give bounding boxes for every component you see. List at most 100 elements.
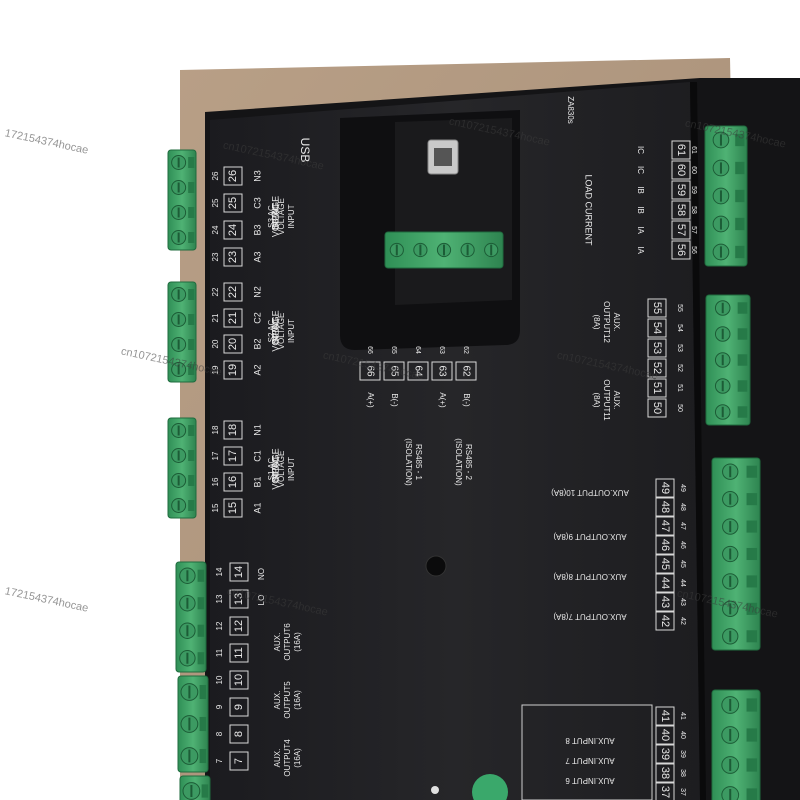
terminal-number-box: [223, 472, 243, 492]
terminal-block-aux11-12[interactable]: [705, 294, 751, 426]
terminal-block-s1[interactable]: [167, 417, 197, 519]
terminal-block-aux7-10[interactable]: [711, 457, 761, 651]
terminal-number-small: 62: [462, 346, 469, 354]
terminal-block-load-current[interactable]: [704, 125, 748, 267]
aux-output10-label: AUX.OUTPUT 10(8A): [551, 488, 629, 497]
current-phase-label: IC: [636, 146, 645, 154]
aux-output11-label: OUTPUT11: [602, 379, 611, 421]
terminal-number-small: 45: [679, 560, 686, 568]
terminal-signal: N2: [252, 286, 262, 298]
terminal-number: 15: [227, 502, 239, 514]
terminal-number: 60: [675, 164, 687, 176]
terminal-number: 46: [659, 539, 671, 551]
terminal-number: 8: [233, 731, 245, 737]
rs485-plug[interactable]: [384, 231, 504, 269]
terminal-number: 53: [651, 342, 663, 354]
terminal-number: 54: [651, 322, 663, 334]
terminal-signal: A1: [252, 502, 262, 513]
s3-voltage-label: VOLTAGE: [270, 196, 280, 237]
terminal-number-small: 19: [211, 365, 220, 374]
terminal-block-aux-inputs[interactable]: [711, 689, 761, 800]
terminal-number-box: [223, 308, 243, 328]
terminal-number-small: 48: [679, 503, 686, 511]
terminal-number-small: 59: [690, 186, 697, 194]
terminal-signal: N3: [252, 170, 262, 182]
terminal-number: 22: [227, 286, 239, 298]
terminal-number-small: 44: [679, 579, 686, 587]
terminal-block-left-bottom[interactable]: [177, 675, 209, 773]
terminal-number: 48: [659, 501, 671, 513]
s3-voltage-label: S3 AC: [267, 205, 276, 228]
s1-voltage-label: VOLTAGE: [270, 448, 280, 489]
logo-badge-icon: [472, 774, 508, 800]
terminal-number-box: [223, 247, 243, 267]
rs485-2-label: (ISOLATION): [454, 438, 463, 486]
terminal-number: 10: [233, 674, 245, 686]
rs485-1-label: RS485 - 1: [414, 444, 423, 481]
terminal-number: 25: [227, 197, 239, 209]
terminal-number-small: 64: [414, 346, 421, 354]
aux-output5-label: AUX.: [273, 691, 282, 710]
terminal-number: 50: [651, 402, 663, 414]
terminal-signal: C1: [252, 450, 262, 462]
current-phase-label: IA: [636, 246, 645, 254]
terminal-signal: A2: [252, 364, 262, 375]
terminal-number: 55: [651, 302, 663, 314]
terminal-block-left-edge[interactable]: [179, 775, 211, 800]
terminal-number: 66: [364, 365, 375, 377]
terminal-number-small: 40: [679, 731, 686, 739]
s3-voltage-label: INPUT: [270, 202, 280, 230]
terminal-number: 41: [659, 710, 671, 722]
terminal-number-small: 61: [690, 146, 697, 154]
terminal-number-small: 22: [211, 287, 220, 296]
terminal-number-small: 16: [211, 477, 220, 486]
aux-output4-label: (16A): [293, 748, 302, 768]
rs485-signal: A(+): [366, 392, 375, 408]
terminal-number-small: 53: [676, 344, 683, 352]
terminal-number-small: 49: [679, 484, 686, 492]
terminal-number: 23: [227, 251, 239, 263]
terminal-number-small: 26: [211, 171, 220, 180]
terminal-number-box: [223, 420, 243, 440]
s2-voltage-label: INPUT: [287, 319, 296, 343]
terminal-number-small: 13: [215, 594, 224, 603]
terminal-number-box: [223, 193, 243, 213]
terminal-number-small: 11: [215, 648, 224, 657]
terminal-signal: B2: [252, 338, 262, 349]
terminal-number: 17: [227, 450, 239, 462]
s1-voltage-label: INPUT: [287, 457, 296, 481]
terminal-number: 38: [659, 767, 671, 779]
terminal-number-small: 24: [211, 225, 220, 234]
terminal-number: 13: [233, 593, 245, 605]
model-label: ZA830s: [566, 96, 575, 124]
terminal-number-small: 38: [679, 769, 686, 777]
terminal-block-s3[interactable]: [167, 149, 197, 251]
aux-output11-label: AUX.: [612, 391, 621, 410]
s1-voltage-label: INPUT: [270, 455, 280, 483]
terminal-number: 51: [651, 382, 663, 394]
aux-output4-label: AUX.: [273, 749, 282, 768]
s3-voltage-label: INPUT: [287, 204, 296, 228]
terminal-number-small: 66: [366, 346, 373, 354]
terminal-block-s2[interactable]: [167, 281, 197, 383]
rs485-1-label: (ISOLATION): [404, 438, 413, 486]
aux-output6-label: AUX.: [273, 633, 282, 652]
terminal-number: 24: [227, 224, 239, 236]
terminal-number: 52: [651, 362, 663, 374]
terminal-block-left-lower[interactable]: [175, 561, 207, 673]
aux-output5-label: (16A): [293, 690, 302, 710]
usb-label: USB: [298, 138, 312, 163]
s1-voltage-label: S1 AC: [267, 457, 276, 480]
aux-output9-label: AUX.OUTPUT 9(8A): [553, 532, 627, 541]
terminal-number-small: 20: [211, 339, 220, 348]
terminal-number-small: 60: [690, 166, 697, 174]
terminal-number: 62: [460, 365, 471, 377]
load-current-label: LOAD CURRENT: [584, 174, 594, 246]
terminal-number: 47: [659, 520, 671, 532]
terminal-number: 56: [675, 244, 687, 256]
terminal-number-box: [223, 446, 243, 466]
aux-output6-label: (16A): [293, 632, 302, 652]
rs485-signal: B(-): [390, 393, 399, 407]
